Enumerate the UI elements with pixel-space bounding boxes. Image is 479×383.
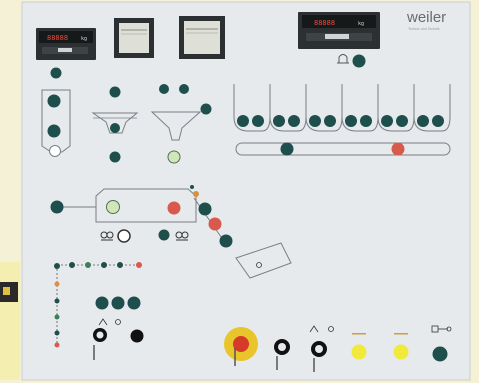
motor-symbol-icon [431, 325, 452, 333]
yellow-lamp-1 [351, 344, 367, 360]
hopper2-top-button-left[interactable] [159, 84, 169, 94]
lamp-label-2 [394, 333, 408, 335]
conveyor-node-2 [69, 262, 75, 268]
key-switch-icon [98, 318, 121, 326]
conveyor-node-9 [54, 330, 60, 336]
bin4-left-button[interactable] [345, 115, 357, 127]
clutch-coupling-icon [100, 231, 114, 241]
clutch-coupling-icon [175, 231, 189, 241]
display-right-unit: kg [358, 21, 364, 27]
hopper1-discharge-button[interactable] [109, 151, 121, 163]
conveyor-node-1 [54, 263, 60, 269]
bin1-left-button[interactable] [237, 115, 249, 127]
mixer-red-lamp [167, 201, 181, 215]
bin1-right-button[interactable] [252, 115, 264, 127]
bin4-right-button[interactable] [360, 115, 372, 127]
analog-meter-right [179, 16, 225, 59]
digital-display-left: 88888 kg [36, 28, 96, 60]
brand-name: weiler [406, 9, 446, 26]
function-button-1[interactable] [95, 296, 109, 310]
silo-level-high-button[interactable] [47, 94, 61, 108]
bin6-left-button[interactable] [417, 115, 429, 127]
chute-small-indicator [193, 191, 199, 197]
conveyor-node-red [136, 262, 142, 268]
display-right-digits: 88888 [314, 19, 335, 27]
bin5-right-button[interactable] [396, 115, 408, 127]
key-switch-center[interactable] [274, 339, 290, 370]
conveyor-node-6 [54, 281, 60, 287]
hopper1-top-button[interactable] [109, 86, 121, 98]
hopper2-green-lamp [167, 150, 181, 164]
emergency-stop-button[interactable] [224, 327, 258, 366]
yellow-lamp-2 [393, 344, 409, 360]
function-button-2[interactable] [111, 296, 125, 310]
mixer-motor-left-lamp [117, 229, 131, 243]
skip-bucket-point [256, 262, 262, 268]
conveyor-node-3 [85, 262, 91, 268]
mixer-motor-right-button[interactable] [158, 229, 170, 241]
skip-bucket-outline [235, 242, 292, 279]
batch-bins-outline [233, 84, 451, 132]
hopper1-outlet-button[interactable] [110, 123, 120, 133]
chute-red-lamp [208, 217, 222, 231]
conveyor-node-10 [54, 342, 60, 348]
mixer-feed-button[interactable] [50, 200, 64, 214]
bin5-left-button[interactable] [381, 115, 393, 127]
mixer-small-indicator [190, 185, 194, 189]
bin3-left-button[interactable] [309, 115, 321, 127]
chute-button-2[interactable] [219, 234, 233, 248]
belt-red-lamp [391, 142, 405, 156]
silo-indicator-lamp [49, 145, 61, 157]
hopper2-top-button-right[interactable] [179, 84, 189, 94]
display-left-unit: kg [81, 36, 87, 42]
hopper1-outline [91, 112, 139, 134]
bin2-right-button[interactable] [288, 115, 300, 127]
function-button-3[interactable] [127, 296, 141, 310]
side-photo-device-light [3, 287, 10, 295]
digital-display-right: 88888 kg [298, 12, 380, 49]
pressure-switch-icon [337, 54, 349, 64]
conveyor-node-5 [117, 262, 123, 268]
belt-button[interactable] [280, 142, 294, 156]
side-photo [0, 262, 20, 380]
hopper2-outline [150, 111, 202, 141]
key-switch-icon [309, 325, 334, 333]
silo-outline [41, 89, 71, 153]
brand-tagline: Technic und Technik [408, 27, 440, 31]
bin3-right-button[interactable] [324, 115, 336, 127]
bin6-right-button[interactable] [432, 115, 444, 127]
chute-button-1[interactable] [198, 202, 212, 216]
conveyor-node-4 [101, 262, 107, 268]
batch-bin-buttons [237, 115, 444, 127]
conveyor-node-7 [54, 298, 60, 304]
conveyor-node-8 [54, 314, 60, 320]
hopper2-side-button[interactable] [200, 103, 212, 115]
lamp-label-1 [352, 333, 366, 335]
display-left-digits: 88888 [47, 34, 68, 42]
analog-meter-left [114, 18, 154, 58]
collecting-belt [235, 142, 451, 156]
motor-button[interactable] [432, 346, 448, 362]
mixer-green-lamp [106, 200, 120, 214]
silo-top-button[interactable] [50, 67, 62, 79]
key-switch-right[interactable] [311, 341, 327, 372]
panel-board [21, 1, 471, 381]
silo-level-low-button[interactable] [47, 124, 61, 138]
right-display-button[interactable] [352, 54, 366, 68]
bin2-left-button[interactable] [273, 115, 285, 127]
selector-switch-left[interactable] [130, 329, 144, 343]
key-switch-left[interactable] [93, 328, 107, 360]
